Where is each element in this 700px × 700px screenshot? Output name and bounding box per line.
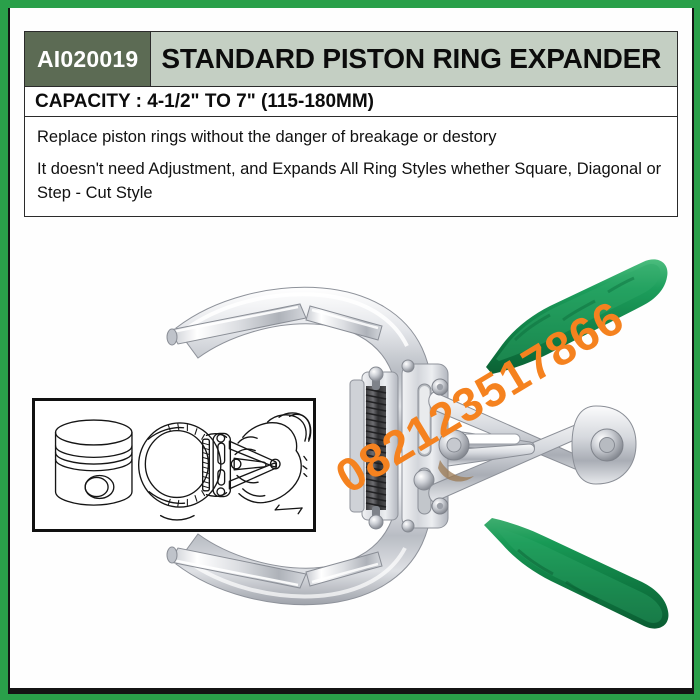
description-line-2: It doesn't need Adjustment, and Expands … (37, 160, 662, 202)
sku-badge: AI020019 (25, 32, 152, 86)
description-line-1: Replace piston rings without the danger … (37, 128, 497, 146)
lower-handle (484, 518, 669, 629)
tension-spring (365, 366, 387, 530)
lower-jaw (166, 451, 435, 606)
linkage-arms (428, 378, 637, 515)
upper-jaw (166, 286, 435, 441)
card-canvas: AI020019 STANDARD PISTON RING EXPANDER C… (10, 8, 692, 688)
capacity-row: CAPACITY : 4-1/2" TO 7" (115-180MM) (24, 87, 678, 117)
jaw-pivot-pins (401, 359, 415, 533)
upper-handle (486, 259, 668, 374)
product-info-block: AI020019 STANDARD PISTON RING EXPANDER C… (24, 31, 678, 218)
product-photo (10, 244, 692, 664)
usage-illustration (32, 398, 316, 532)
title-row: AI020019 STANDARD PISTON RING EXPANDER (24, 31, 678, 87)
page-title: STANDARD PISTON RING EXPANDER (151, 32, 677, 86)
description-box: Replace piston rings without the danger … (24, 117, 678, 218)
